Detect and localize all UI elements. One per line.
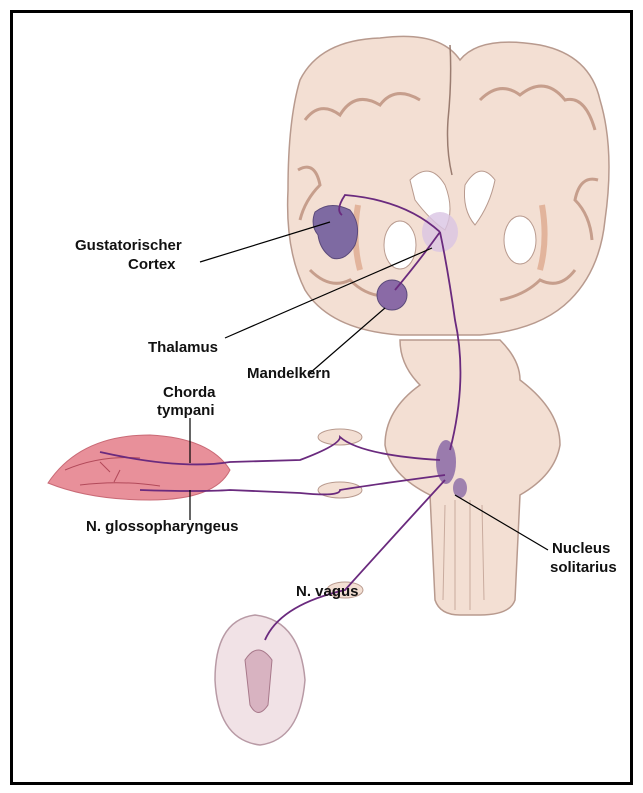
nucleus-solitarius-region — [436, 440, 456, 484]
label-glossopharyngeus: N. glossopharyngeus — [86, 518, 239, 535]
amygdala-region — [377, 280, 407, 310]
label-vagus: N. vagus — [296, 583, 359, 600]
label-gustatory-cortex-line2: Cortex — [128, 256, 176, 273]
label-thalamus: Thalamus — [148, 339, 218, 356]
label-chorda-line1: Chorda — [163, 384, 216, 401]
brainstem — [385, 340, 560, 615]
pharynx-larynx — [215, 615, 305, 745]
label-chorda-line2: tympani — [157, 402, 215, 419]
label-amygdala: Mandelkern — [247, 365, 330, 382]
label-nucleus-line2: solitarius — [550, 559, 617, 576]
label-nucleus-line1: Nucleus — [552, 540, 610, 557]
ganglia — [318, 429, 363, 598]
label-gustatory-cortex-line1: Gustatorischer — [75, 237, 182, 254]
